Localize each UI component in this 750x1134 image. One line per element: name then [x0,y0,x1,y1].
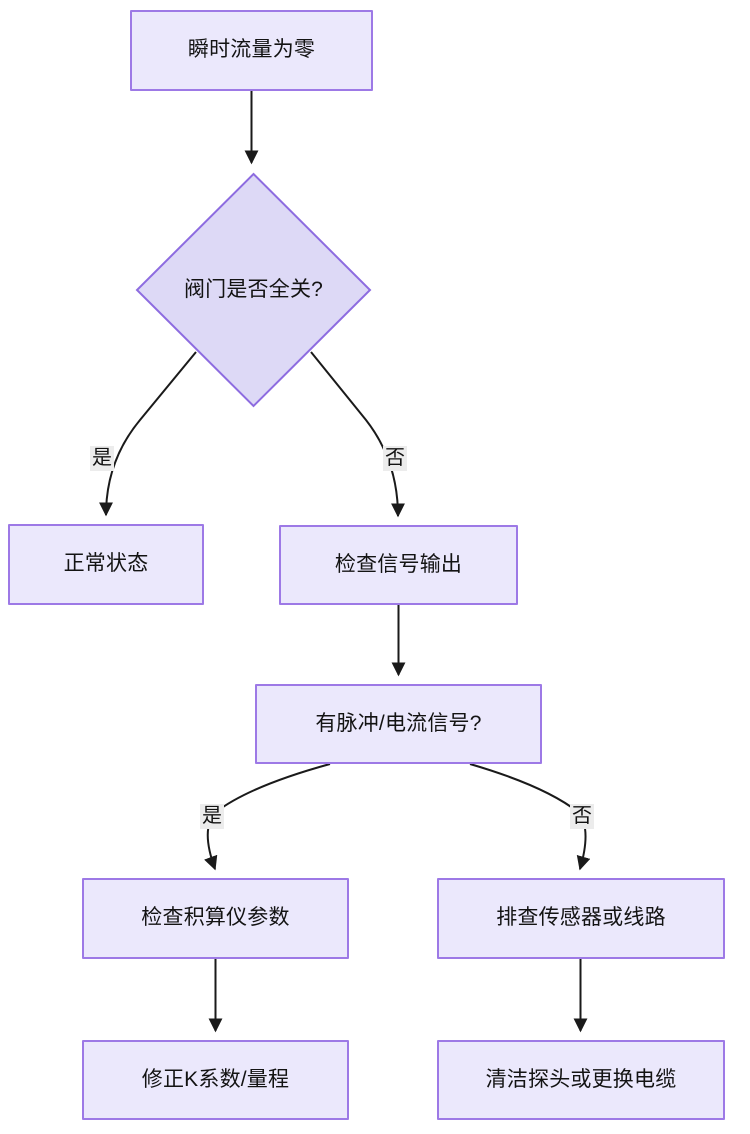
node-pulse-or-current-signal-decision[interactable]: 有脉冲/电流信号? [255,684,542,764]
node-valve-fully-closed-decision[interactable]: 阀门是否全关? [135,172,372,408]
node-check-signal-output[interactable]: 检查信号输出 [279,525,518,605]
node-label: 检查积算仪参数 [141,906,290,930]
node-label: 瞬时流量为零 [187,38,316,62]
node-label: 检查信号输出 [334,552,463,576]
edge-n5-n6 [204,763,331,871]
edge-label-signal-yes: 是 [200,804,224,829]
node-clean-probe-or-replace-cable[interactable]: 清洁探头或更换电缆 [437,1040,725,1120]
node-normal-state[interactable]: 正常状态 [8,524,204,605]
node-label: 排查传感器或线路 [496,906,666,930]
edge-label-signal-no: 否 [570,804,594,829]
node-correct-k-factor-or-range[interactable]: 修正K系数/量程 [82,1040,349,1120]
edge-n5-n7 [469,763,591,871]
node-label: 修正K系数/量程 [141,1067,290,1091]
node-label: 有脉冲/电流信号? [315,711,482,735]
diamond-shape [135,172,372,408]
node-label: 正常状态 [63,552,149,576]
node-label: 清洁探头或更换电缆 [485,1067,677,1091]
node-instant-flow-zero[interactable]: 瞬时流量为零 [130,10,373,91]
edge-label-valve-no: 否 [383,446,407,471]
node-label: 阀门是否全关? [183,277,324,301]
node-inspect-sensor-or-wiring[interactable]: 排查传感器或线路 [437,878,725,959]
edge-label-valve-yes: 是 [90,446,114,471]
node-check-totalizer-parameters[interactable]: 检查积算仪参数 [82,878,349,959]
